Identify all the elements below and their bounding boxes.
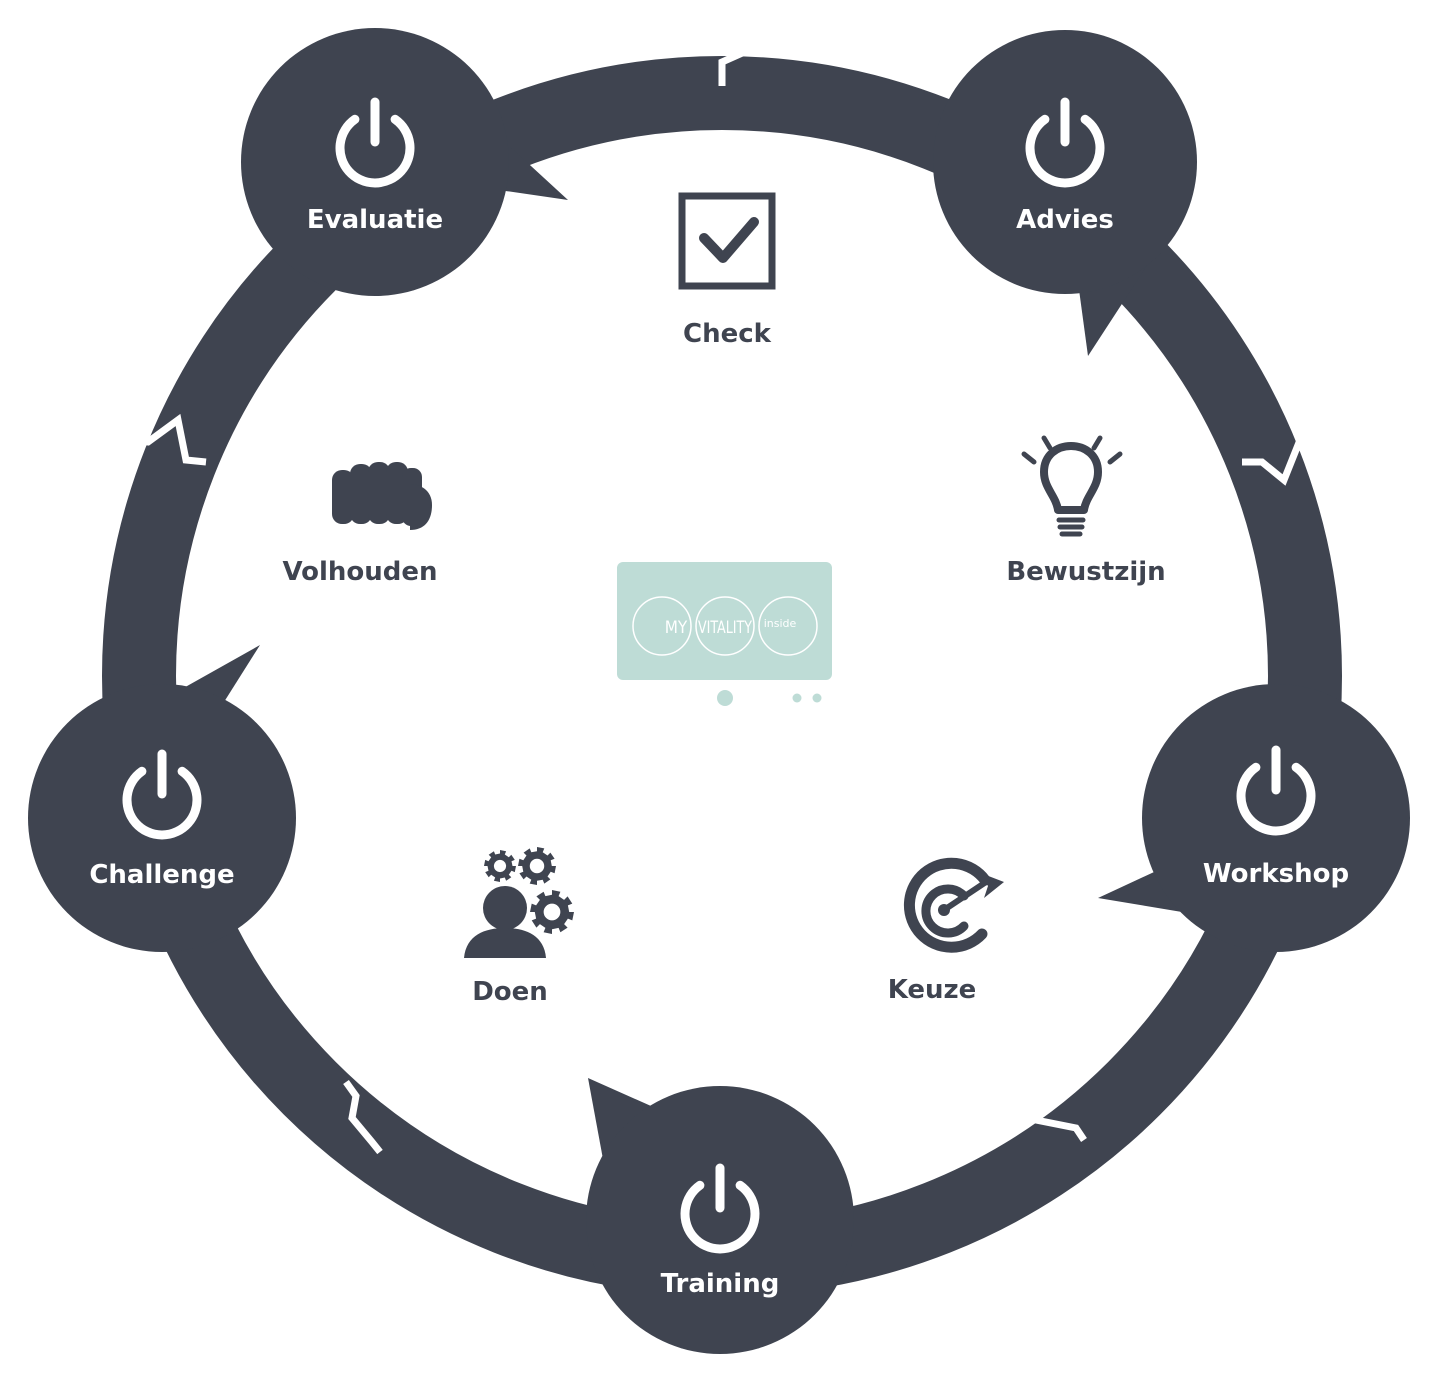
node-label-evaluatie: Evaluatie <box>307 205 443 235</box>
pointer-training <box>588 1078 660 1170</box>
node-label-workshop: Workshop <box>1203 859 1349 889</box>
inner-label-volhouden: Volhouden <box>282 557 437 587</box>
power-icon <box>1025 97 1105 188</box>
power-icon <box>680 1163 760 1254</box>
ring-break-right <box>1242 436 1320 486</box>
power-icon <box>335 97 415 188</box>
logo-dot-large <box>717 690 733 706</box>
node-circle-training <box>586 1086 854 1354</box>
power-icon <box>122 749 202 840</box>
logo-word-vitality: VITALITY <box>698 618 753 638</box>
lightbulb-icon <box>1021 435 1123 537</box>
ring-break-top <box>718 10 767 86</box>
inner-label-bewustzijn: Bewustzijn <box>1006 557 1165 587</box>
node-label-challenge: Challenge <box>89 860 234 890</box>
ring-break-bottom-right <box>1029 1077 1087 1142</box>
logo-dot-small-1 <box>792 693 802 703</box>
logo-word-my: MY <box>665 618 688 638</box>
node-circle-challenge <box>28 684 296 952</box>
target-icon <box>903 857 1004 953</box>
person-gears-icon <box>464 847 574 958</box>
gear-hole <box>493 859 507 873</box>
inner-labels: Check Bewustzijn Keuze Doen Volhouden <box>282 319 1165 1007</box>
node-workshop: Workshop <box>1142 684 1410 952</box>
node-training: Training <box>586 1086 854 1354</box>
node-circle-workshop <box>1142 684 1410 952</box>
node-label-training: Training <box>661 1269 780 1299</box>
logo-word-inside: inside <box>764 617 797 630</box>
power-icon <box>1236 745 1316 836</box>
node-evaluatie: Evaluatie <box>241 28 509 296</box>
checkbox-icon <box>678 192 776 290</box>
gear-hole <box>543 903 561 921</box>
ring-break-left <box>129 413 207 466</box>
logo-dot-small-2 <box>812 693 822 703</box>
inner-label-check: Check <box>683 319 772 349</box>
node-label-advies: Advies <box>1016 205 1114 235</box>
fist-icon <box>332 462 432 530</box>
vitality-logo: MY VITALITY inside <box>617 562 832 706</box>
inner-label-doen: Doen <box>472 977 548 1007</box>
node-circle-evaluatie <box>241 28 509 296</box>
node-advies: Advies <box>933 30 1197 294</box>
ring-break-bottom-left <box>343 1079 383 1155</box>
gear-hole <box>529 858 545 874</box>
node-challenge: Challenge <box>28 684 296 952</box>
inner-label-keuze: Keuze <box>888 975 977 1005</box>
ring-breaks <box>129 10 1320 1155</box>
node-circle-advies <box>933 30 1197 294</box>
inner-icons <box>332 192 1123 958</box>
